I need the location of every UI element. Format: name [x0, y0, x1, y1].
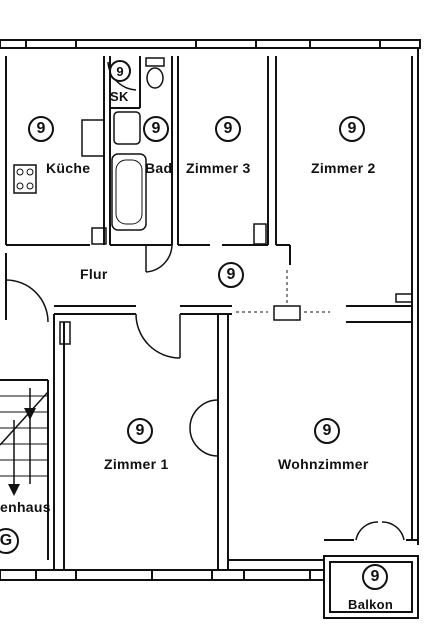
label-bad: Bad	[145, 160, 173, 176]
bad-niche	[91, 227, 107, 245]
label-zimmer2: Zimmer 2	[311, 160, 376, 176]
label-flur: Flur	[80, 266, 108, 282]
washbasin	[113, 111, 141, 145]
window-bottom-2	[151, 569, 213, 581]
window-zimmer3	[195, 39, 257, 49]
stove-burner	[16, 182, 24, 190]
window-bottom-1	[35, 569, 77, 581]
label-treppenhaus: enhaus	[0, 499, 51, 515]
treppe-arrow-head	[8, 484, 20, 496]
window-bottom-3	[243, 569, 311, 581]
door-balkon-swing	[355, 521, 405, 541]
stove	[13, 164, 37, 194]
toilet-bowl	[146, 67, 164, 89]
door-zimmer1-swing	[135, 313, 181, 359]
badge-sk: 9	[109, 60, 131, 82]
badge-zimmer3: 9	[215, 116, 241, 142]
zimmer2-radiator	[395, 293, 413, 303]
treppe-diagonal	[0, 391, 49, 446]
label-wohnzimmer: Wohnzimmer	[278, 456, 369, 472]
zimmer3-niche	[253, 223, 267, 245]
badge-zimmer2: 9	[339, 116, 365, 142]
window-zimmer2	[309, 39, 381, 49]
stove-burner	[26, 182, 34, 190]
sink	[81, 119, 105, 157]
bathtub	[111, 153, 147, 231]
bathtub-inner	[115, 159, 143, 225]
treppe-arrow-head	[24, 408, 36, 420]
label-sk: SK	[110, 89, 129, 104]
label-zimmer1: Zimmer 1	[104, 456, 169, 472]
toilet-tank	[145, 57, 165, 67]
badge-zimmer1: 9	[127, 418, 153, 444]
badge-treppenhaus: G	[0, 528, 19, 554]
badge-wohnzimmer: 9	[314, 418, 340, 444]
door-flur-left-swing	[5, 279, 49, 323]
label-kueche: Küche	[46, 160, 91, 176]
door-double-swing	[189, 399, 219, 457]
badge-kueche: 9	[28, 116, 54, 142]
balkon-inner	[329, 561, 413, 613]
flur-chimney	[273, 305, 301, 321]
stove-burner	[16, 168, 24, 176]
stove-burner	[26, 168, 34, 176]
zimmer1-niche	[59, 321, 71, 345]
badge-balkon: 9	[362, 564, 388, 590]
badge-flur: 9	[218, 262, 244, 288]
label-balkon: Balkon	[348, 597, 394, 612]
door-flur-kueche-swing	[145, 244, 173, 273]
label-zimmer3: Zimmer 3	[186, 160, 251, 176]
window-kueche	[25, 39, 77, 49]
badge-bad: 9	[143, 116, 169, 142]
